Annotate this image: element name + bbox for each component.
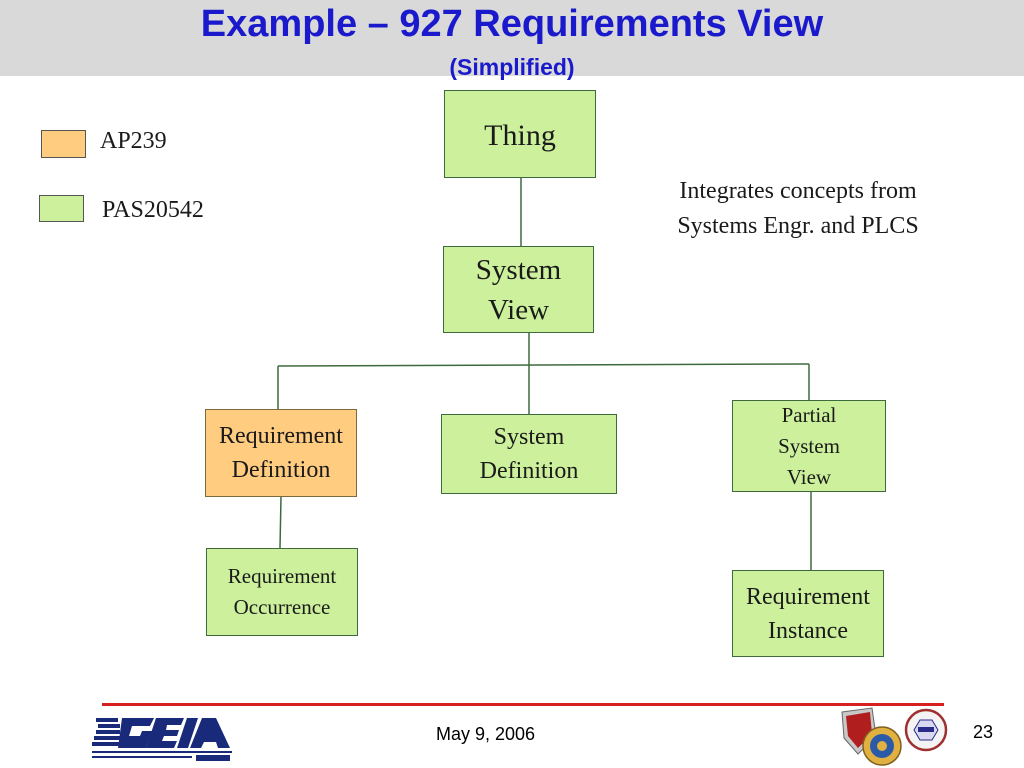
node-thing: Thing: [444, 90, 596, 178]
geia-logo: [92, 718, 232, 761]
node-system-view: System View: [443, 246, 594, 333]
footer-divider: [102, 703, 944, 706]
connector-bus: [277, 363, 810, 367]
legend-label-ap239: AP239: [100, 128, 167, 154]
footer-date: May 9, 2006: [436, 724, 536, 744]
legend-swatch-ap239: [41, 130, 86, 158]
header-band: [0, 0, 1024, 76]
slide-title: Example – 927 Requirements View: [200, 3, 824, 45]
page-number: 23: [973, 722, 994, 742]
node-partial-system-view: Partial System View: [732, 400, 886, 492]
node-requirement-instance: Requirement Instance: [732, 570, 884, 657]
node-system-definition: System Definition: [441, 414, 617, 494]
node-requirement-definition: Requirement Definition: [205, 409, 357, 497]
connector-reqdef-reqocc: [279, 496, 282, 549]
node-requirement-occurrence: Requirement Occurrence: [206, 548, 358, 636]
legend-label-pas20542: PAS20542: [102, 197, 204, 223]
legend-swatch-pas20542: [39, 195, 84, 222]
organization-seals: [841, 707, 948, 766]
integration-note: Integrates concepts from Systems Engr. a…: [677, 178, 919, 239]
slide-subtitle: (Simplified): [449, 54, 575, 80]
